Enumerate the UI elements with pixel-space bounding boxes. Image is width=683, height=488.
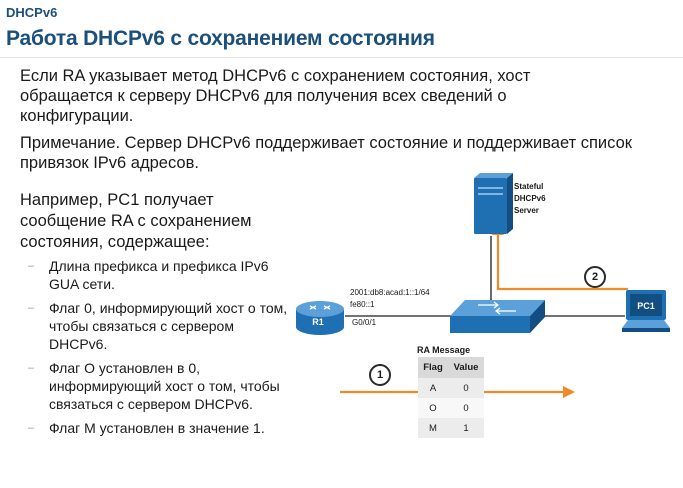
bullet-icon: –: [28, 362, 35, 374]
step-1-badge: 1: [369, 364, 391, 386]
bullet-text: Длина префикса и префикса IPv6 GUA сети.: [49, 258, 269, 292]
ra-value-cell: 0: [448, 398, 484, 418]
bullet-icon: –: [28, 302, 35, 314]
server-label-line: DHCPv6: [514, 194, 546, 203]
paragraph-example: Например, PC1 получает сообщение RA с со…: [20, 191, 252, 251]
paragraph-note: Примечание. Сервер DHCPv6 поддерживает с…: [20, 134, 632, 172]
paragraph-ra-stateful: Если RA указывает метод DHCPv6 с сохране…: [20, 67, 531, 125]
step-2-badge: 2: [584, 266, 606, 288]
list-item: – Длина префикса и префикса IPv6 GUA сети…: [28, 257, 293, 293]
bullet-text: Флаг O установлен в 0, информирующий хос…: [49, 360, 280, 412]
server-label-line: Stateful: [514, 182, 544, 191]
ra-flag-cell: M: [418, 418, 448, 438]
switch-icon: [450, 300, 545, 333]
bullet-text: Флаг 0, информирующий хост о том, чтобы …: [49, 300, 288, 352]
page-title: Работа DHCPv6 с сохранением состояния: [6, 27, 435, 50]
ra-flag-cell: O: [418, 398, 448, 418]
ra-flag-cell: A: [418, 378, 448, 398]
ra-message-title: RA Message: [417, 345, 471, 355]
server-icon: [474, 173, 513, 234]
list-item: – Флаг M установлен в значение 1.: [28, 419, 293, 437]
bullet-icon: –: [28, 422, 35, 434]
server-label: Stateful DHCPv6 Server: [514, 181, 546, 217]
bullet-list: – Длина префикса и префикса IPv6 GUA сети…: [28, 257, 293, 443]
table-row: A 0: [418, 378, 484, 398]
server-label-line: Server: [514, 206, 539, 215]
ra-header-value: Value: [448, 357, 484, 378]
bullet-icon: –: [28, 260, 35, 272]
ra-header-flag: Flag: [418, 357, 448, 378]
table-row: O 0: [418, 398, 484, 418]
router-icon: R1: [296, 301, 344, 335]
gua-address: 2001:db8:acad:1::1/64: [350, 288, 430, 297]
section-label: DHCPv6: [6, 5, 58, 20]
pc-label: PC1: [637, 301, 655, 311]
ra-value-cell: 0: [448, 378, 484, 398]
table-row: M 1: [418, 418, 484, 438]
interface-label: G0/0/1: [352, 318, 377, 327]
ra-value-cell: 1: [448, 418, 484, 438]
router-label: R1: [312, 317, 324, 327]
arrow-step2-icon: [492, 224, 628, 291]
ra-message-table: Flag Value A 0 O 0 M 1: [418, 357, 484, 438]
link-local-address: fe80::1: [350, 300, 375, 309]
header-divider: [0, 57, 683, 58]
bullet-text: Флаг M установлен в значение 1.: [49, 420, 265, 436]
list-item: – Флаг 0, информирующий хост о том, чтобы…: [28, 299, 293, 353]
list-item: – Флаг O установлен в 0, информирующий хо…: [28, 359, 293, 413]
pc-icon: PC1: [622, 290, 670, 332]
